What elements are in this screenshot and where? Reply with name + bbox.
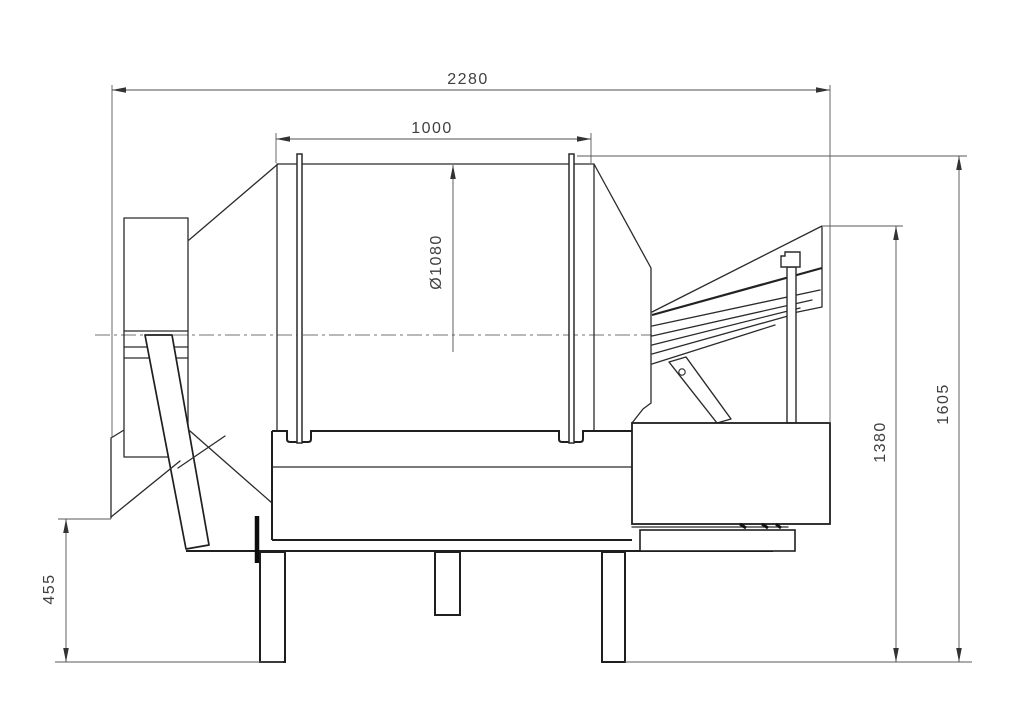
dim-overall-length-label: 2280 bbox=[447, 71, 489, 88]
dimension-lines bbox=[65, 89, 960, 662]
lower-platform bbox=[639, 529, 796, 552]
support-pedestal bbox=[110, 330, 189, 519]
mount-ticks bbox=[739, 522, 782, 530]
discharge-hopper-frame bbox=[631, 422, 831, 552]
leg-left bbox=[259, 551, 286, 663]
drum-assembly bbox=[188, 163, 652, 504]
leg-right bbox=[601, 551, 626, 663]
dim-overall-height-label: 1605 bbox=[935, 383, 952, 425]
dim-hopper-height: 1380 bbox=[872, 421, 889, 463]
dim-base-height-label: 455 bbox=[41, 573, 58, 604]
support-legs bbox=[259, 551, 626, 663]
riding-ring-right bbox=[568, 153, 575, 444]
riding-ring-left bbox=[296, 153, 303, 444]
dim-base-height: 455 bbox=[41, 573, 58, 604]
dimension-layer: 2280 1000 Ø1080 1605 1380 455 bbox=[41, 71, 972, 663]
machine-layer bbox=[95, 153, 831, 663]
dimension-arrows bbox=[63, 87, 962, 662]
dim-overall-height: 1605 bbox=[935, 383, 952, 425]
dim-overall-length: 2280 bbox=[447, 71, 489, 88]
frame-top-notched-edge bbox=[272, 430, 632, 443]
dim-hopper-height-label: 1380 bbox=[872, 421, 889, 463]
gusset-lines bbox=[110, 435, 226, 518]
base-frame bbox=[271, 430, 633, 541]
dim-drum-length: 1000 bbox=[411, 120, 453, 137]
diagonal-strut bbox=[144, 334, 210, 550]
leg-middle bbox=[434, 551, 461, 616]
hopper-box bbox=[631, 422, 831, 525]
cone-bottom-edge bbox=[189, 430, 273, 504]
frame-bottom-and-side bbox=[271, 431, 632, 541]
brace-pivot-hole bbox=[678, 368, 686, 376]
brace-body bbox=[668, 356, 732, 424]
extension-lines bbox=[58, 85, 967, 520]
drum-outline bbox=[188, 163, 652, 432]
chute-brace bbox=[668, 356, 732, 424]
pedestal-outline bbox=[110, 330, 189, 519]
dim-drum-length-label: 1000 bbox=[411, 120, 453, 137]
chute-slats bbox=[651, 289, 821, 365]
dim-drum-diameter: Ø1080 bbox=[428, 234, 445, 290]
motor-housing-box bbox=[123, 217, 189, 332]
post-cap bbox=[780, 251, 801, 268]
dim-drum-diameter-label: Ø1080 bbox=[428, 234, 445, 290]
post-body bbox=[786, 266, 797, 424]
strut-body bbox=[144, 334, 210, 550]
